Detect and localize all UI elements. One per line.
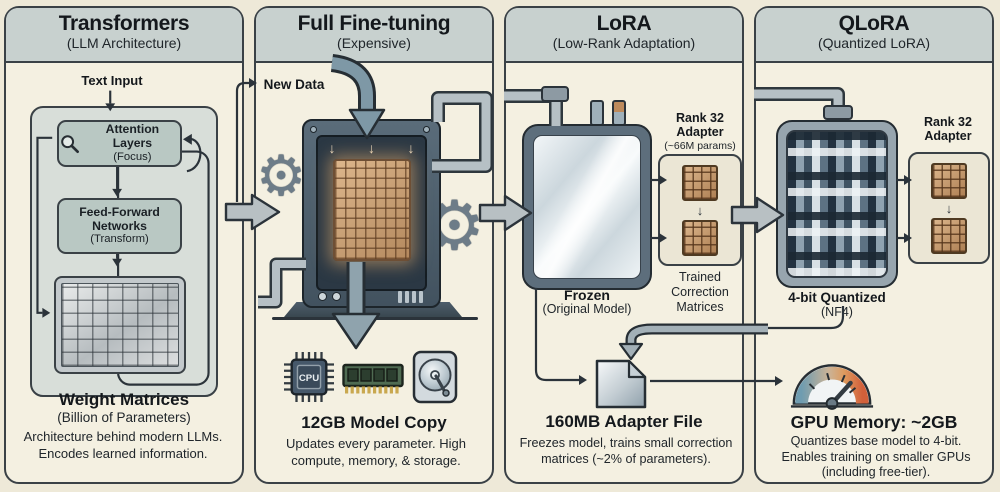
document-icon — [592, 358, 650, 415]
lora-adapter-label: Rank 32 Adapter — [676, 111, 724, 139]
qlora-caption: GPU Memory: ~2GB — [790, 412, 958, 432]
weight-matrices-subcaption: (Billion of Parameters) — [57, 410, 191, 425]
indicator-dot — [332, 292, 341, 301]
qlora-title: QLoRA — [838, 12, 910, 35]
pipe-stub-copper — [612, 100, 626, 126]
lora-header: LoRA (Low-Rank Adaptation) — [506, 8, 742, 63]
cpu-text: CPU — [299, 373, 319, 384]
quantized-sublabel: (NF4) — [821, 305, 853, 319]
fft-caption: 12GB Model Copy — [301, 413, 447, 432]
weight-matrix-grid — [61, 283, 179, 367]
attention-layers-text: Attention Layers (Focus) — [85, 122, 180, 163]
qlora-description: Quantizes base model to 4-bit. Enables t… — [781, 434, 971, 480]
vent-slot — [412, 291, 416, 303]
correction-matrix-a — [931, 162, 967, 199]
qlora-subtitle: (Quantized LoRA) — [817, 35, 931, 52]
pipe-stub — [590, 100, 604, 126]
weight-matrices-caption: Weight Matrices — [58, 390, 190, 409]
ram-stick-icon — [342, 362, 404, 401]
qlora-adapter-label: Rank 32 Adapter — [924, 115, 972, 143]
frozen-model-block — [522, 124, 652, 290]
panel-qlora: QLoRA (Quantized LoRA) 4-bit Quantized (… — [754, 6, 994, 484]
lora-caption: 160MB Adapter File — [545, 412, 703, 431]
gauge-icon — [788, 352, 876, 417]
transformers-header: Transformers (LLM Architecture) — [6, 8, 242, 63]
frozen-ice-surface — [533, 135, 641, 279]
feed-forward-text: Feed-Forward Networks (Transform) — [65, 204, 175, 246]
hard-drive-icon — [412, 350, 458, 409]
lora-description: Freezes model, trains small correction m… — [519, 436, 733, 467]
fft-title: Full Fine-tuning — [297, 12, 451, 35]
gear-icon: ⚙ — [256, 144, 307, 207]
qlora-header: QLoRA (Quantized LoRA) — [756, 8, 992, 63]
frozen-sublabel: (Original Model) — [542, 302, 632, 316]
panel-lora: LoRA (Low-Rank Adaptation) Frozen (Origi… — [504, 6, 744, 484]
down-arrow-icon: ↓ — [945, 200, 953, 216]
correction-matrix-b — [931, 217, 967, 254]
ffn-label: Feed-Forward Networks — [79, 204, 160, 233]
quantized-model-block — [776, 120, 898, 288]
attention-label: Attention Layers — [105, 122, 160, 150]
fft-description: Updates every parameter. High compute, m… — [286, 436, 466, 468]
quantized-mosaic — [786, 130, 888, 278]
attention-layers-block: Attention Layers (Focus) — [57, 120, 182, 167]
feed-forward-block: Feed-Forward Networks (Transform) — [57, 198, 182, 254]
machine-screen: ↓ ↓ ↓ — [316, 135, 427, 291]
lora-subtitle: (Low-Rank Adaptation) — [552, 35, 696, 52]
vent-slot — [405, 291, 409, 303]
down-arrow-icon: ↓ — [407, 140, 415, 156]
down-arrow-icon: ↓ — [696, 202, 704, 218]
attention-sublabel: (Focus) — [113, 150, 152, 163]
bolt-icon — [423, 126, 430, 133]
weight-matrix — [54, 276, 186, 374]
vent-slot — [398, 291, 402, 303]
machine-ground-line — [272, 317, 478, 320]
trained-matrices-label: Trained Correction Matrices — [671, 270, 729, 314]
fft-subtitle: (Expensive) — [337, 35, 411, 52]
lora-adapter-box: ↓ — [658, 154, 742, 266]
vent-slot — [419, 291, 423, 303]
down-arrow-icon: ↓ — [328, 140, 336, 156]
magnifier-icon — [61, 134, 79, 153]
correction-matrix-a — [682, 164, 718, 201]
training-machine: ↓ ↓ ↓ — [302, 119, 441, 308]
lora-title: LoRA — [596, 12, 652, 35]
down-arrow-icon: ↓ — [368, 140, 375, 156]
correction-matrix-b — [682, 219, 718, 256]
cpu-chip-icon: CPU — [284, 352, 334, 407]
transformers-title: Transformers — [58, 12, 190, 35]
bolt-icon — [310, 126, 317, 133]
transformers-description: Architecture behind modern LLMs. Encodes… — [23, 429, 223, 461]
lora-adapter-sublabel: (~66M params) — [664, 140, 736, 152]
model-weights-grid — [332, 159, 411, 261]
fft-header: Full Fine-tuning (Expensive) — [256, 8, 492, 63]
indicator-dot — [318, 292, 327, 301]
new-data-label: New Data — [263, 77, 325, 92]
transformers-subtitle: (LLM Architecture) — [66, 35, 182, 52]
panel-full-fine-tuning: Full Fine-tuning (Expensive) New Data ⚙ … — [254, 6, 494, 484]
update-arrows: ↓ ↓ ↓ — [329, 141, 415, 155]
ffn-sublabel: (Transform) — [90, 233, 149, 246]
qlora-adapter-box: ↓ — [908, 152, 990, 264]
quantized-label: 4-bit Quantized — [788, 290, 886, 305]
panel-transformers: Transformers (LLM Architecture) Text Inp… — [4, 6, 244, 484]
text-input-label: Text Input — [81, 73, 143, 88]
